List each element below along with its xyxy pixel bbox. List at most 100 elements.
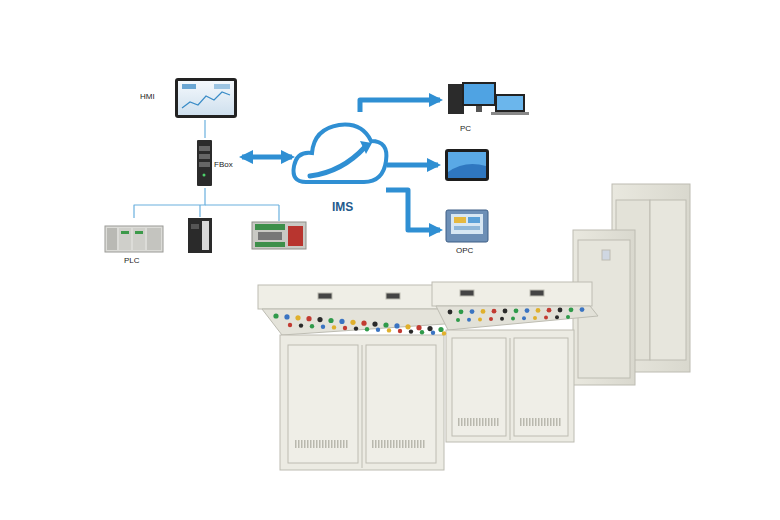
vent-slot	[458, 418, 460, 426]
console-buttons	[273, 307, 584, 448]
vent-slot	[497, 418, 499, 426]
console-button	[536, 308, 541, 313]
vent-slot	[381, 440, 383, 448]
vent-slot	[396, 440, 398, 448]
vent-slot	[408, 440, 410, 448]
plc-icon	[105, 226, 163, 252]
console-button	[522, 316, 526, 320]
vent-slot	[393, 440, 395, 448]
opc-icon	[446, 210, 488, 242]
vent-slot	[402, 440, 404, 448]
vent-slot	[307, 440, 309, 448]
console-button	[489, 317, 493, 321]
console-button	[511, 317, 515, 321]
console-button	[514, 308, 519, 313]
vent-slot	[328, 440, 330, 448]
device-label: FBox	[214, 160, 233, 170]
vent-slot	[346, 440, 348, 448]
vent-slot	[467, 418, 469, 426]
console-button	[566, 315, 570, 319]
vent-slot	[553, 418, 555, 426]
vent-slot	[423, 440, 425, 448]
device-node: FBox	[194, 138, 242, 188]
console-button	[365, 327, 369, 331]
device-label: OPC	[456, 246, 473, 256]
console-button	[350, 320, 355, 325]
console-button	[431, 331, 435, 335]
cloud-icon	[294, 125, 387, 182]
device-node: PLC	[100, 218, 168, 270]
console-button	[459, 309, 464, 314]
vent-slot	[384, 440, 386, 448]
console-button	[394, 323, 399, 328]
vent-slot	[298, 440, 300, 448]
console-button	[383, 322, 388, 327]
vent-slot	[479, 418, 481, 426]
vent-slot	[301, 440, 303, 448]
console-button	[306, 316, 311, 321]
vent-slot	[470, 418, 472, 426]
drive-icon	[188, 218, 212, 253]
console-button	[354, 326, 358, 330]
console-button	[361, 321, 366, 326]
console-button	[416, 325, 421, 330]
console-button	[470, 309, 475, 314]
vent-slot	[378, 440, 380, 448]
console-button	[544, 316, 548, 320]
vent-slot	[343, 440, 345, 448]
console-button	[295, 315, 300, 320]
vent-slot	[417, 440, 419, 448]
console-button	[533, 316, 537, 320]
console-button	[321, 325, 325, 329]
data-arrow	[360, 100, 440, 112]
vent-slot	[310, 440, 312, 448]
device-label: PLC	[124, 256, 140, 266]
pc-icon	[448, 82, 529, 115]
console-button	[328, 318, 333, 323]
device-node: IMS	[292, 112, 386, 218]
console-button	[343, 326, 347, 330]
console-button	[478, 317, 482, 321]
device-label: PC	[460, 124, 471, 134]
vent-slot	[526, 418, 528, 426]
console-button	[467, 318, 471, 322]
vent-slot	[482, 418, 484, 426]
vent-slot	[473, 418, 475, 426]
vent-slot	[476, 418, 478, 426]
vent-slot	[550, 418, 552, 426]
console-button	[299, 323, 303, 327]
vent-slot	[340, 440, 342, 448]
console-button	[448, 310, 453, 315]
vent-slot	[331, 440, 333, 448]
vent-slot	[322, 440, 324, 448]
vent-slot	[372, 440, 374, 448]
console-button	[387, 328, 391, 332]
console-button	[547, 308, 552, 313]
vent-slot	[405, 440, 407, 448]
vent-slot	[420, 440, 422, 448]
console-button	[525, 308, 530, 313]
console-button	[456, 318, 460, 322]
console-button	[339, 319, 344, 324]
vent-slot	[295, 440, 297, 448]
vent-slot	[387, 440, 389, 448]
hmi-icon	[175, 78, 237, 118]
console-button	[481, 309, 486, 314]
vent-slot	[319, 440, 321, 448]
vent-slot	[313, 440, 315, 448]
vent-slot	[488, 418, 490, 426]
vent-slot	[559, 418, 561, 426]
vent-slot	[547, 418, 549, 426]
console-button	[558, 308, 563, 313]
vent-slot	[494, 418, 496, 426]
vent-slot	[485, 418, 487, 426]
vent-slot	[390, 440, 392, 448]
console-button	[492, 309, 497, 314]
vent-slot	[491, 418, 493, 426]
console-button	[317, 317, 322, 322]
console-button	[284, 314, 289, 319]
vent-slot	[523, 418, 525, 426]
console-button	[442, 331, 446, 335]
